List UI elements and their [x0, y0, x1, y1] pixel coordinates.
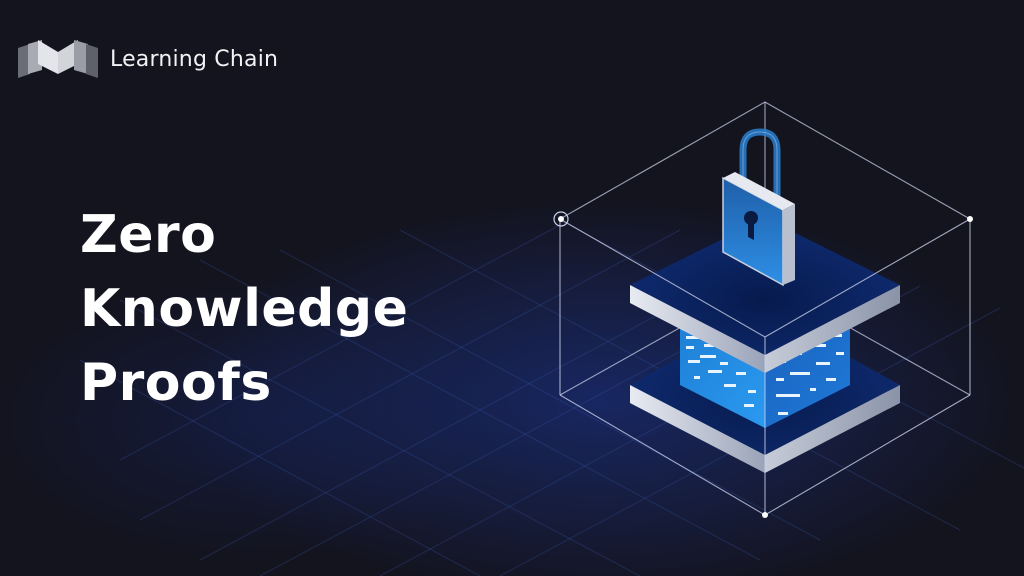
top-slab: [630, 218, 900, 373]
brand-name: Learning Chain: [110, 46, 279, 72]
headline: Zero Knowledge Proofs: [80, 198, 408, 420]
cube-vertex-nodes: [553, 211, 973, 518]
headline-line-2: Knowledge: [80, 279, 409, 339]
brand[interactable]: Learning Chain: [16, 36, 278, 82]
headline-line-1: Zero: [80, 205, 217, 265]
headline-line-3: Proofs: [80, 353, 272, 413]
padlock-icon: [722, 128, 795, 287]
open-book-m-logo-icon: [18, 40, 98, 78]
